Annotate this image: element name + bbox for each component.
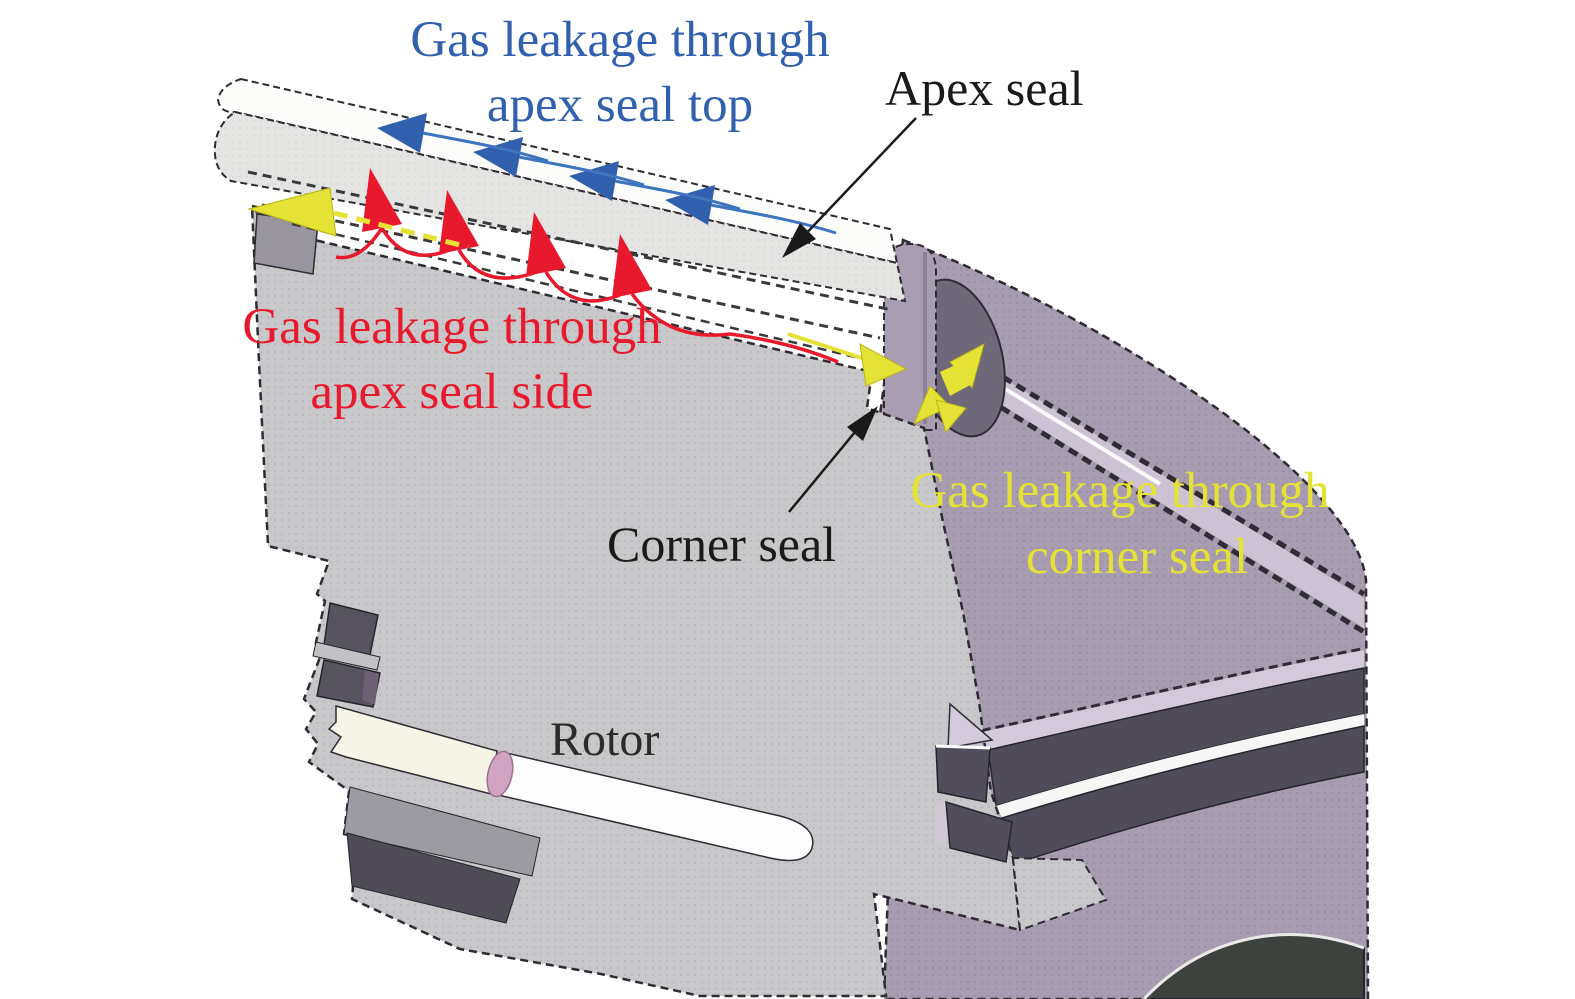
rotor-right-seal-steps (934, 702, 1013, 863)
oil-seal-channel (493, 751, 814, 862)
label-corner-seal: Corner seal (607, 516, 836, 572)
label-apex-side-line2: apex seal side (310, 364, 593, 420)
blue-leakage-arrows (377, 113, 837, 235)
label-apex-top-line2: apex seal top (487, 77, 753, 133)
rotor-facet (1011, 856, 1108, 932)
corner-seal-leader-arrow (788, 406, 878, 513)
label-apex-seal: Apex seal (885, 60, 1084, 116)
side-seal-bands (981, 647, 1365, 865)
label-corner-leak-line2: corner seal (1026, 529, 1248, 585)
housing-body (876, 238, 1370, 999)
labels: Gas leakage through apex seal top Apex s… (242, 12, 1329, 766)
rotor-left-seal-steps (253, 207, 814, 924)
apex-seal-front-face (213, 110, 907, 303)
label-corner-leak-line1: Gas leakage through (910, 463, 1329, 519)
label-apex-top-line1: Gas leakage through (410, 12, 829, 68)
rotor-body (250, 204, 1108, 998)
yellow-leakage-arrows (247, 187, 985, 434)
housing-bore-wedge (1142, 933, 1365, 999)
red-leakage-arrows (335, 168, 839, 364)
label-apex-side-line1: Gas leakage through (242, 299, 661, 355)
apex-seal-leader-arrow (782, 117, 917, 258)
label-rotor: Rotor (550, 713, 659, 766)
oil-seal-pin-cap (486, 750, 514, 798)
